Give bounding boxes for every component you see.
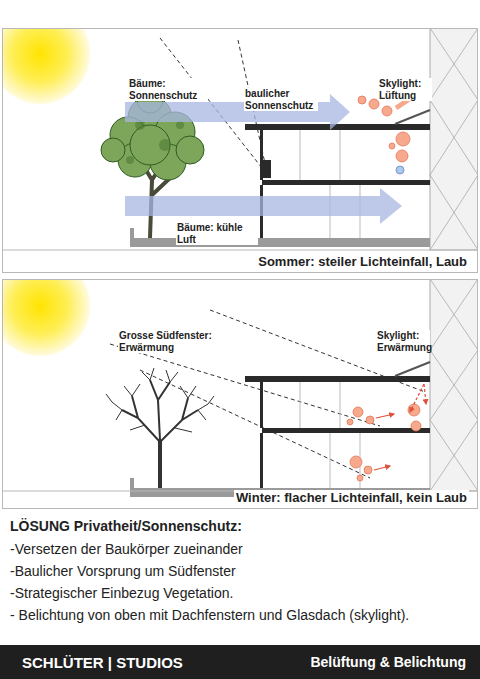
footer-title: Belüftung & Belichtung bbox=[310, 654, 466, 670]
sun bbox=[2, 28, 90, 104]
panel-caption: Sommer: steiler Lichteinfall, Laub bbox=[256, 254, 469, 269]
warm-air bbox=[347, 404, 421, 481]
neighbour-wall bbox=[430, 279, 478, 491]
sun bbox=[2, 279, 90, 356]
solution-item: -Baulicher Vorsprung um Südfenster bbox=[10, 563, 236, 579]
building-section bbox=[245, 362, 430, 488]
brand-name: SCHLÜTER | STUDIOS bbox=[22, 654, 183, 671]
shading-label: baulicher Sonnenschutz bbox=[244, 88, 318, 111]
solution-item: -Strategischer Einbezug Vegetation. bbox=[10, 585, 233, 601]
tree-label: Bäume: kühle Luft bbox=[176, 222, 258, 245]
panel-caption: Winter: flacher Lichteinfall, kein Laub bbox=[234, 490, 469, 505]
ground bbox=[130, 238, 430, 247]
air-flow bbox=[125, 188, 402, 224]
summer-scene bbox=[2, 28, 478, 250]
skylight-label: Skylight: Erwärmung bbox=[376, 330, 430, 353]
solution-heading: LÖSUNG Privatheit/Sonnenschutz: bbox=[10, 518, 242, 534]
building-section bbox=[245, 110, 430, 238]
winter-scene bbox=[2, 279, 478, 497]
tree-label: Bäume: Sonnenschutz bbox=[128, 78, 208, 101]
winter-panel: Winter: flacher Lichteinfall, kein Laub bbox=[2, 279, 478, 509]
footer-bar: SCHLÜTER | STUDIOS Belüftung & Belichtung bbox=[0, 645, 480, 679]
solution-item: -Versetzen der Baukörper zueinander bbox=[10, 541, 243, 557]
bare-tree bbox=[106, 368, 214, 488]
solution-item: - Belichtung von oben mit Dachfenstern u… bbox=[10, 607, 409, 623]
skylight-label: Skylight: Lüftung bbox=[378, 78, 432, 101]
overhang bbox=[262, 160, 271, 178]
neighbour-wall bbox=[430, 28, 478, 250]
sun-ray bbox=[140, 370, 370, 478]
skylight bbox=[395, 110, 430, 124]
window-label: Grosse Südfenster: Erwärmung bbox=[118, 330, 250, 353]
skylight bbox=[395, 362, 430, 376]
